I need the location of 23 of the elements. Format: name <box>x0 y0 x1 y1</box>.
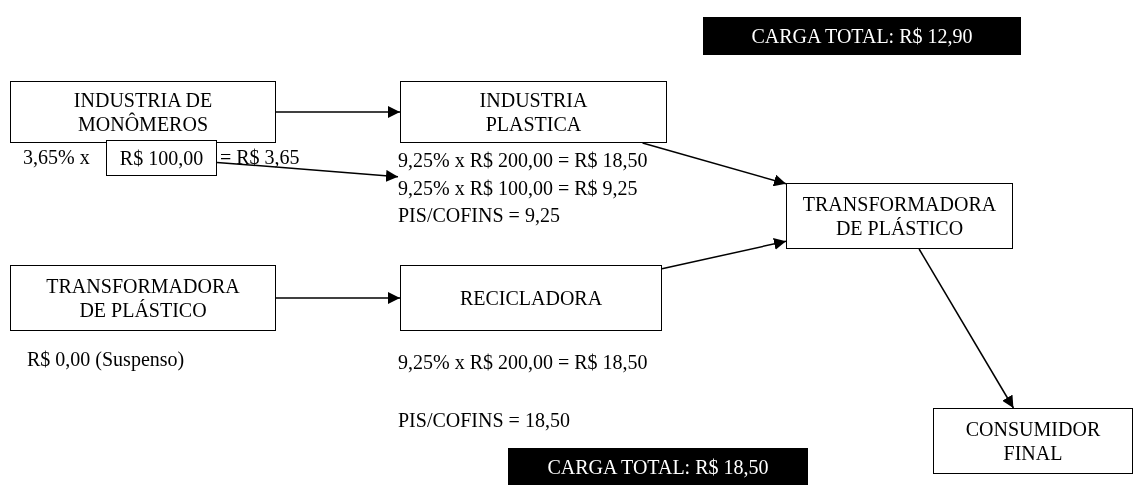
process-box: INDUSTRIA PLASTICA <box>400 81 667 143</box>
process-box: INDUSTRIA DE MONÔMEROS <box>10 81 276 143</box>
calculation-text: = R$ 3,65 <box>220 145 300 169</box>
arrow <box>918 248 1015 409</box>
arrow <box>275 106 401 118</box>
calculation-text: 3,65% x <box>23 145 90 169</box>
calculation-text: PIS/COFINS = 9,25 <box>398 203 560 227</box>
process-box: RECICLADORA <box>400 265 662 331</box>
arrow <box>216 161 399 182</box>
value-box: R$ 100,00 <box>106 140 217 176</box>
calculation-text: PIS/COFINS = 18,50 <box>398 408 570 432</box>
calculation-text: 9,25% x R$ 100,00 = R$ 9,25 <box>398 175 678 201</box>
arrow <box>661 238 787 270</box>
calculation-text: 9,25% x R$ 200,00 = R$ 18,50 <box>398 148 648 172</box>
process-box: TRANSFORMADORA DE PLÁSTICO <box>786 183 1013 249</box>
process-box: TRANSFORMADORA DE PLÁSTICO <box>10 265 276 331</box>
calculation-text: R$ 0,00 (Suspenso) <box>27 347 185 371</box>
calculation-text: 9,25% x R$ 200,00 = R$ 18,50 <box>398 350 648 374</box>
total-banner: CARGA TOTAL: R$ 12,90 <box>703 17 1021 55</box>
total-banner: CARGA TOTAL: R$ 18,50 <box>508 448 808 485</box>
arrow <box>641 142 787 187</box>
process-box: CONSUMIDOR FINAL <box>933 408 1133 474</box>
arrow <box>275 292 401 304</box>
